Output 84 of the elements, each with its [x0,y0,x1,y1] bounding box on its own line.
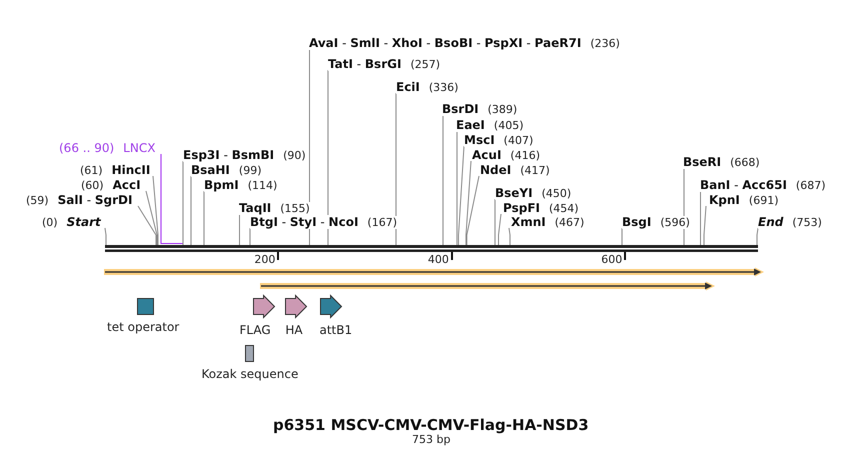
leader-line [458,146,464,246]
base-position: (60) [81,179,104,192]
enzyme-name: BseYI [495,186,533,200]
leader-line [704,206,706,246]
leader-line [146,190,158,246]
base-position: (236) [590,37,620,50]
base-position: (257) [410,58,440,71]
sequence-end-label: End [758,215,784,229]
leader-line [442,114,444,246]
enzyme-name: KpnI [709,193,740,207]
enzyme-name: BtgI - StyI - NcoI [250,215,358,229]
leader-line [239,214,240,246]
enzyme-name: BseRI [683,155,722,169]
leader-line [498,214,502,246]
feature-name: LNCX [123,141,156,155]
enzyme-name: BpmI [204,178,239,192]
base-position: (61) [80,164,103,177]
base-position: (59) [26,194,49,207]
feature-range: (66 .. 90) [59,141,114,155]
base-position: (114) [248,179,278,192]
base-position: (753) [792,216,822,229]
base-position: (336) [428,81,458,94]
leader-line [756,228,758,246]
enzyme-name: TaqII [239,201,272,215]
sequence-length: 753 bp [412,433,450,446]
leader-line [152,176,158,246]
enzyme-name: AvaI - SmlI - XhoI - BsoBI - PspXI - PaeR7I [309,36,582,50]
base-position: (596) [660,216,690,229]
scale-number: 200 [254,253,276,266]
enzyme-name: BsrDI [442,102,479,116]
base-position: (668) [730,156,760,169]
leader-line [182,160,184,246]
enzyme-name: AcuI [472,148,502,162]
base-position: (155) [280,202,310,215]
leader-line [466,160,472,246]
dna-backbone [105,245,758,252]
base-position: (405) [494,119,524,132]
feature-label: attB1 [320,323,352,337]
base-position: (691) [748,194,778,207]
feature-label: tet operator [107,320,180,334]
base-position: (450) [542,187,572,200]
enzyme-name: MscI [464,133,495,147]
enzyme-name: EciI [396,80,420,94]
open-reading-frame [260,281,715,291]
scale-number: 400 [428,253,449,266]
enzyme-name: AccI [112,178,141,192]
feature-label: Kozak sequence [202,367,298,381]
enzyme-name: Esp3I - BsmBI [183,148,274,162]
base-position: (167) [367,216,398,229]
base-position: (454) [548,202,579,215]
enzyme-name: SalI - SgrDI [58,193,132,207]
enzyme-name: BanI - Acc65I [700,178,787,192]
leader-line [160,154,184,244]
enzyme-name: NdeI [480,163,512,177]
enzyme-name: XmnI [511,215,546,229]
leader-line [138,206,156,246]
feature-label: FLAG [240,323,271,337]
leader-line [190,176,192,246]
sequence-end-label: Start [66,215,101,229]
leader-line [456,130,458,246]
base-position: (687) [796,179,826,192]
scale-number: 600 [601,253,622,266]
leader-line [700,190,701,246]
leader-line [104,228,106,246]
base-position: (417) [520,164,550,177]
base-position: (90) [283,149,306,162]
enzyme-name: HincII [112,163,150,177]
leader-line [508,228,510,246]
base-position: (99) [238,164,262,177]
enzyme-name: BsaHI [191,163,230,177]
map-title: p6351 MSCV-CMV-CMV-Flag-HA-NSD3 [273,416,589,434]
leader-line [466,176,480,246]
leader-line [494,198,496,246]
base-position: (407) [504,134,534,147]
enzyme-name: EaeI [456,118,485,132]
base-position: (467) [554,216,584,229]
open-reading-frame [104,267,764,277]
base-position: (0) [42,216,58,229]
enzyme-name: TatI - BsrGI [328,57,402,71]
enzyme-name: PspFI [503,201,540,215]
base-position: (389) [488,103,518,116]
enzyme-name: BsgI [622,215,652,229]
base-position: (416) [510,149,540,162]
feature-label: HA [285,323,303,337]
